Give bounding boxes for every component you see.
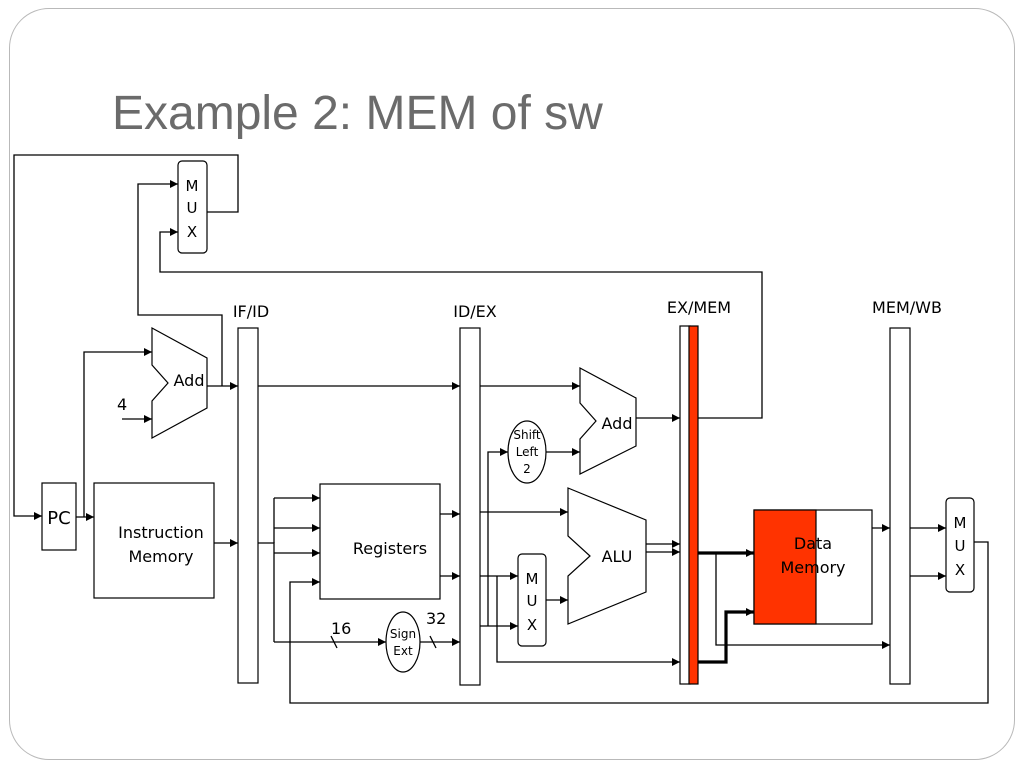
constant-four: 4 [117,395,127,414]
adder-branch-label: Add [602,414,633,433]
mux-wb-letter-x: X [955,561,965,579]
pipeline-register-if-id: IF/ID [233,302,269,684]
mux-writeback: M U X [945,497,975,593]
mux-alu-letter-m: M [526,570,539,588]
wire-reg2-forward [496,576,680,666]
imem-label-line1: Instruction [118,523,204,542]
wire-to-shift [487,448,508,626]
mux-alu-letter-u: U [527,592,538,610]
ex-mem-active-highlight [688,325,699,685]
wire-pc-to-add [83,348,152,517]
wires [13,154,989,704]
bits-out-label: 32 [426,609,446,628]
pc-label: PC [47,508,70,529]
adder-pc-label: Add [174,371,205,390]
wire-alu-bypass [715,553,890,649]
register-file: Registers [319,483,441,600]
sign-extend: Sign Ext [385,611,421,673]
mux-top: M U X [177,160,208,254]
dmem-label-line2: Memory [780,558,845,577]
shift-label-line1: Shift [513,428,541,442]
instruction-memory: Instruction Memory [93,482,215,599]
data-memory-active-highlight [753,509,817,625]
dmem-label-line1: Data [794,534,832,553]
alu: ALU [567,487,647,625]
id-ex-label: ID/EX [453,302,497,321]
pipeline-register-mem-wb: MEM/WB [872,298,942,685]
shift-left-2: Shift Left 2 [507,420,547,484]
alu-label: ALU [602,547,633,566]
registers-label: Registers [353,539,427,558]
data-memory: Data Memory [753,509,873,625]
mux-alu-letter-x: X [527,616,537,634]
mux-top-letter-m: M [186,177,199,195]
mux-alu-source: M U X [517,553,547,647]
wire-add-to-mux [137,180,223,386]
mux-wb-letter-u: U [955,537,966,555]
signext-label-line2: Ext [393,644,413,658]
wire-writedata-active [698,608,754,664]
ex-mem-label: EX/MEM [667,298,731,317]
adder-branch: Add [579,366,637,475]
shift-label-line2: Left [516,445,539,459]
wire-instr-bus [258,542,275,642]
wire-pc-loop [13,154,239,520]
mux-top-letter-x: X [187,223,197,241]
shift-label-line3: 2 [523,462,531,476]
mux-wb-letter-m: M [954,514,967,532]
pipeline-register-ex-mem: EX/MEM [667,298,731,685]
imem-label-line2: Memory [128,547,193,566]
mem-wb-label: MEM/WB [872,298,942,317]
wire-wb-data [289,541,989,704]
bits-in-label: 16 [331,619,351,638]
tick-16 [330,635,338,649]
if-id-label: IF/ID [233,302,269,321]
pc-register: PC [41,482,77,551]
mux-top-letter-u: U [187,199,198,217]
wire-branch-target [159,228,763,419]
pipeline-register-id-ex: ID/EX [453,302,497,686]
signext-label-line1: Sign [390,627,416,641]
slide-title: Example 2: MEM of sw [112,87,603,140]
adder-pc: Add [151,326,208,440]
